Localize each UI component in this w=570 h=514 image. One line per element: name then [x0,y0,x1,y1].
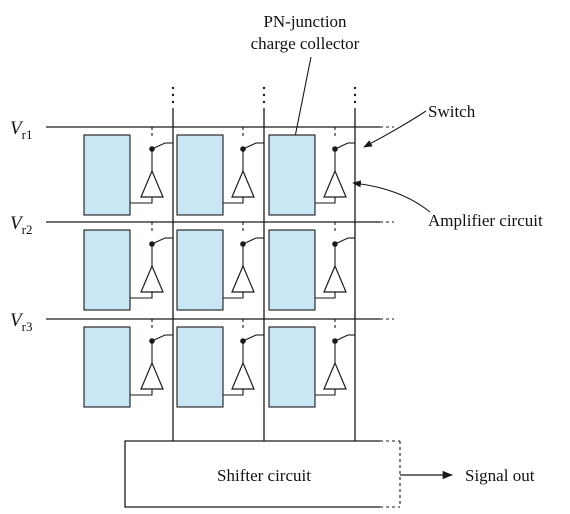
column-bus-3 [353,86,357,441]
charge-collector [176,326,224,408]
charge-collector [268,229,316,311]
collector-feed [130,389,153,396]
collector-feed [223,292,244,299]
amplifier-triangle [323,169,347,198]
pixel-cell [176,222,264,311]
pixel-cell [83,127,173,216]
collector-feed [223,197,244,204]
row-label-r2: Vr2 [10,213,32,237]
pixel-cell [176,127,264,216]
charge-collector [268,134,316,216]
pixel-cell [176,319,264,408]
collector-label-line2: charge collector [251,34,360,53]
charge-collector [268,326,316,408]
charge-collector [83,134,131,216]
amplifier-triangle [323,361,347,390]
amplifier-label: Amplifier circuit [428,211,543,230]
switch-pointer [363,110,427,148]
collector-feed [315,292,336,299]
signal-out-label: Signal out [465,466,535,485]
amplifier-triangle [231,361,255,390]
amplifier-triangle [231,264,255,293]
charge-collector [83,326,131,408]
collector-feed [315,389,336,396]
charge-collector [83,229,131,311]
charge-collector [176,134,224,216]
row-label-r3: Vr3 [10,310,32,334]
amplifier-pointer [352,180,431,213]
collector-label-line1: PN-junction [263,12,347,31]
pixel-cell [268,319,355,408]
amplifier-triangle [231,169,255,198]
collector-feed [223,389,244,396]
pixel-cell [268,127,355,216]
amplifier-triangle [140,169,164,198]
column-bus-2 [262,86,266,441]
charge-collector [176,229,224,311]
switch-label: Switch [428,102,476,121]
collector-feed [130,197,153,204]
column-bus-1 [171,86,175,441]
shifter-label: Shifter circuit [217,466,311,485]
amplifier-triangle [140,264,164,293]
pixel-cell [268,222,355,311]
pixel-cell [83,319,173,408]
pixel-cell [83,222,173,311]
collector-feed [315,197,336,204]
collector-feed [130,292,153,299]
shifter-box-outline [124,440,380,508]
amplifier-triangle [140,361,164,390]
row-label-r1: Vr1 [10,118,32,142]
amplifier-triangle [323,264,347,293]
pixel-array [83,127,355,408]
